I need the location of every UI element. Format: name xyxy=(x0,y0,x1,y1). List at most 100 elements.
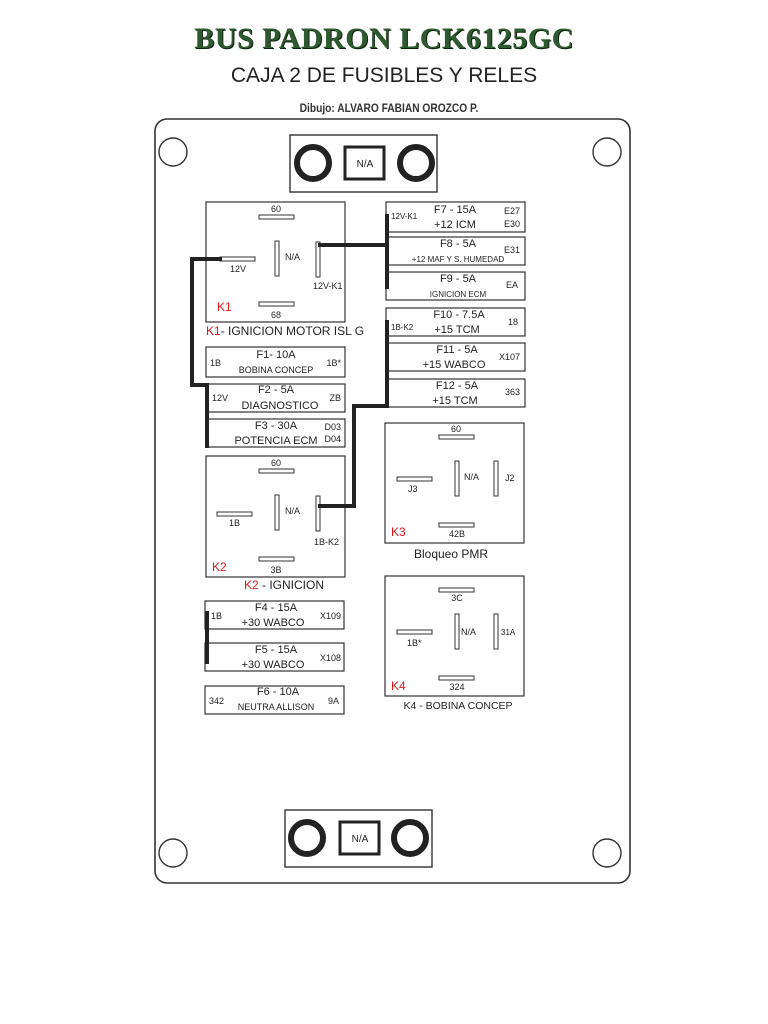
k4-pin-bottom: 324 xyxy=(449,682,464,692)
fuse-f4: F4 - 15A +30 WABCO 1B X109 xyxy=(204,600,345,630)
mounting-hole xyxy=(158,137,188,167)
f11-name: F11 - 5A xyxy=(436,344,478,356)
bottom-connector-label: N/A xyxy=(352,834,369,845)
f9-right: EA xyxy=(506,280,518,290)
k2-pin-center: N/A xyxy=(285,506,300,516)
f4-left: 1B xyxy=(211,611,222,621)
fuse-f12: F12 - 5A +15 TCM 363 xyxy=(385,378,526,408)
k4-caption: K4 - BOBINA CONCEP xyxy=(403,700,512,712)
k4-tag: K4 xyxy=(391,679,406,693)
fuse-f3: F3 - 30A POTENCIA ECM D03 D04 xyxy=(205,418,346,448)
f10-left: 1B-K2 xyxy=(391,323,414,332)
f12-desc: +15 TCM xyxy=(432,395,477,407)
k2-pin-left: 1B xyxy=(229,518,240,528)
drawing-credit: Dibujo: ALVARO FABIAN OROZCO P. xyxy=(299,101,479,115)
wire-12v xyxy=(190,257,222,387)
f12-name: F12 - 5A xyxy=(436,380,479,392)
f11-desc: +15 WABCO xyxy=(423,359,486,371)
k1-caption: K1- IGNICION MOTOR ISL G xyxy=(206,324,364,338)
f6-right: 9A xyxy=(328,696,339,706)
k2-tag: K2 xyxy=(212,560,227,574)
k3-pin-bottom: 42B xyxy=(449,529,465,539)
f9-desc: IGNICION ECM xyxy=(430,290,487,299)
fuse-f11: F11 - 5A +15 WABCO X107 xyxy=(385,342,526,372)
mounting-hole xyxy=(158,838,188,868)
f9-name: F9 - 5A xyxy=(440,273,477,285)
f7-left: 12V-K1 xyxy=(391,212,418,221)
f1-desc: BOBINA CONCEP xyxy=(239,365,314,375)
mounting-hole xyxy=(592,137,622,167)
k1-pin-right: 12V-K1 xyxy=(313,281,343,291)
relay-k3: 60 N/A J3 J2 42B K3 xyxy=(384,422,525,544)
f12-right: 363 xyxy=(505,387,520,397)
f10-name: F10 - 7.5A xyxy=(433,309,485,321)
relay-k4: 3C N/A 1B* 31A 324 K4 xyxy=(384,575,525,697)
mounting-hole xyxy=(592,838,622,868)
f5-name: F5 - 15A xyxy=(255,644,298,656)
k2-pin-top: 60 xyxy=(271,458,281,468)
f3-right-1: D03 xyxy=(324,422,341,432)
relay-k2: 60 N/A 1B 1B-K2 3B K2 xyxy=(205,455,346,578)
k4-pin-right: 31A xyxy=(501,628,516,637)
k3-pin-center: N/A xyxy=(464,472,479,482)
fuse-f10: F10 - 7.5A +15 TCM 1B-K2 18 xyxy=(385,307,526,337)
fuse-f6: F6 - 10A NEUTRA ALLISON 342 9A xyxy=(204,685,345,715)
k4-pin-left: 1B* xyxy=(407,638,422,648)
k1-pin-center: N/A xyxy=(285,252,300,262)
f7-right-2: E30 xyxy=(504,219,520,229)
k2-caption: K2 - IGNICION xyxy=(244,578,324,592)
f4-name: F4 - 15A xyxy=(255,602,298,614)
k2-pin-bottom: 3B xyxy=(270,565,281,575)
f3-name: F3 - 30A xyxy=(255,420,298,432)
f6-name: F6 - 10A xyxy=(257,686,300,698)
k1-pin-top: 60 xyxy=(271,204,281,214)
f1-right: 1B* xyxy=(326,358,341,368)
f8-desc: +12 MAF Y S. HUMEDAD xyxy=(412,255,505,264)
f8-name: F8 - 5A xyxy=(440,238,477,250)
f5-desc: +30 WABCO xyxy=(242,659,305,671)
f2-left: 12V xyxy=(212,393,228,403)
f4-desc: +30 WABCO xyxy=(242,617,305,629)
fuse-f2: F2 - 5A DIAGNOSTICO 12V ZB xyxy=(205,383,346,413)
f8-right: E31 xyxy=(504,245,520,255)
k4-pin-top: 3C xyxy=(451,593,463,603)
top-connector: N/A xyxy=(289,134,438,193)
f11-right: X107 xyxy=(499,352,520,362)
f4-right: X109 xyxy=(320,611,341,621)
f6-desc: NEUTRA ALLISON xyxy=(238,702,315,712)
page-title: BUS PADRON LCK6125GC xyxy=(194,22,574,55)
k3-pin-top: 60 xyxy=(451,424,461,434)
f5-right: X108 xyxy=(320,653,341,663)
f6-left: 342 xyxy=(209,696,224,706)
f7-right-1: E27 xyxy=(504,206,520,216)
f3-desc: POTENCIA ECM xyxy=(234,435,317,447)
fuse-f5: F5 - 15A +30 WABCO X108 xyxy=(204,642,345,672)
k3-tag: K3 xyxy=(391,525,406,539)
k3-pin-left: J3 xyxy=(408,484,418,494)
relay-k1: 60 N/A 12V 12V-K1 68 K1 xyxy=(205,201,346,323)
f1-name: F1- 10A xyxy=(256,349,296,361)
top-connector-label: N/A xyxy=(357,159,374,170)
page-subtitle: CAJA 2 DE FUSIBLES Y RELES xyxy=(230,64,538,87)
k1-pin-bottom: 68 xyxy=(271,310,281,320)
fuse-f1: F1- 10A BOBINA CONCEP 1B 1B* xyxy=(205,346,346,378)
f3-right-2: D04 xyxy=(324,434,341,444)
k4-pin-center: N/A xyxy=(461,627,476,637)
board-outline xyxy=(154,118,631,884)
f2-name: F2 - 5A xyxy=(258,384,295,396)
k1-tag: K1 xyxy=(217,300,232,314)
f1-left: 1B xyxy=(210,358,221,368)
f2-right: ZB xyxy=(329,393,341,403)
k2-pin-right: 1B-K2 xyxy=(314,537,339,547)
wiring xyxy=(190,214,389,664)
fuse-f7: F7 - 15A +12 ICM 12V-K1 E27 E30 xyxy=(385,201,526,233)
f10-right: 18 xyxy=(508,317,518,327)
k1-pin-left: 12V xyxy=(230,264,246,274)
f7-desc: +12 ICM xyxy=(434,219,476,231)
f7-name: F7 - 15A xyxy=(434,204,477,216)
wire-1b-k2 xyxy=(318,404,389,508)
f2-desc: DIAGNOSTICO xyxy=(241,400,318,412)
bottom-connector: N/A xyxy=(284,809,433,868)
k3-caption: Bloqueo PMR xyxy=(414,547,488,561)
